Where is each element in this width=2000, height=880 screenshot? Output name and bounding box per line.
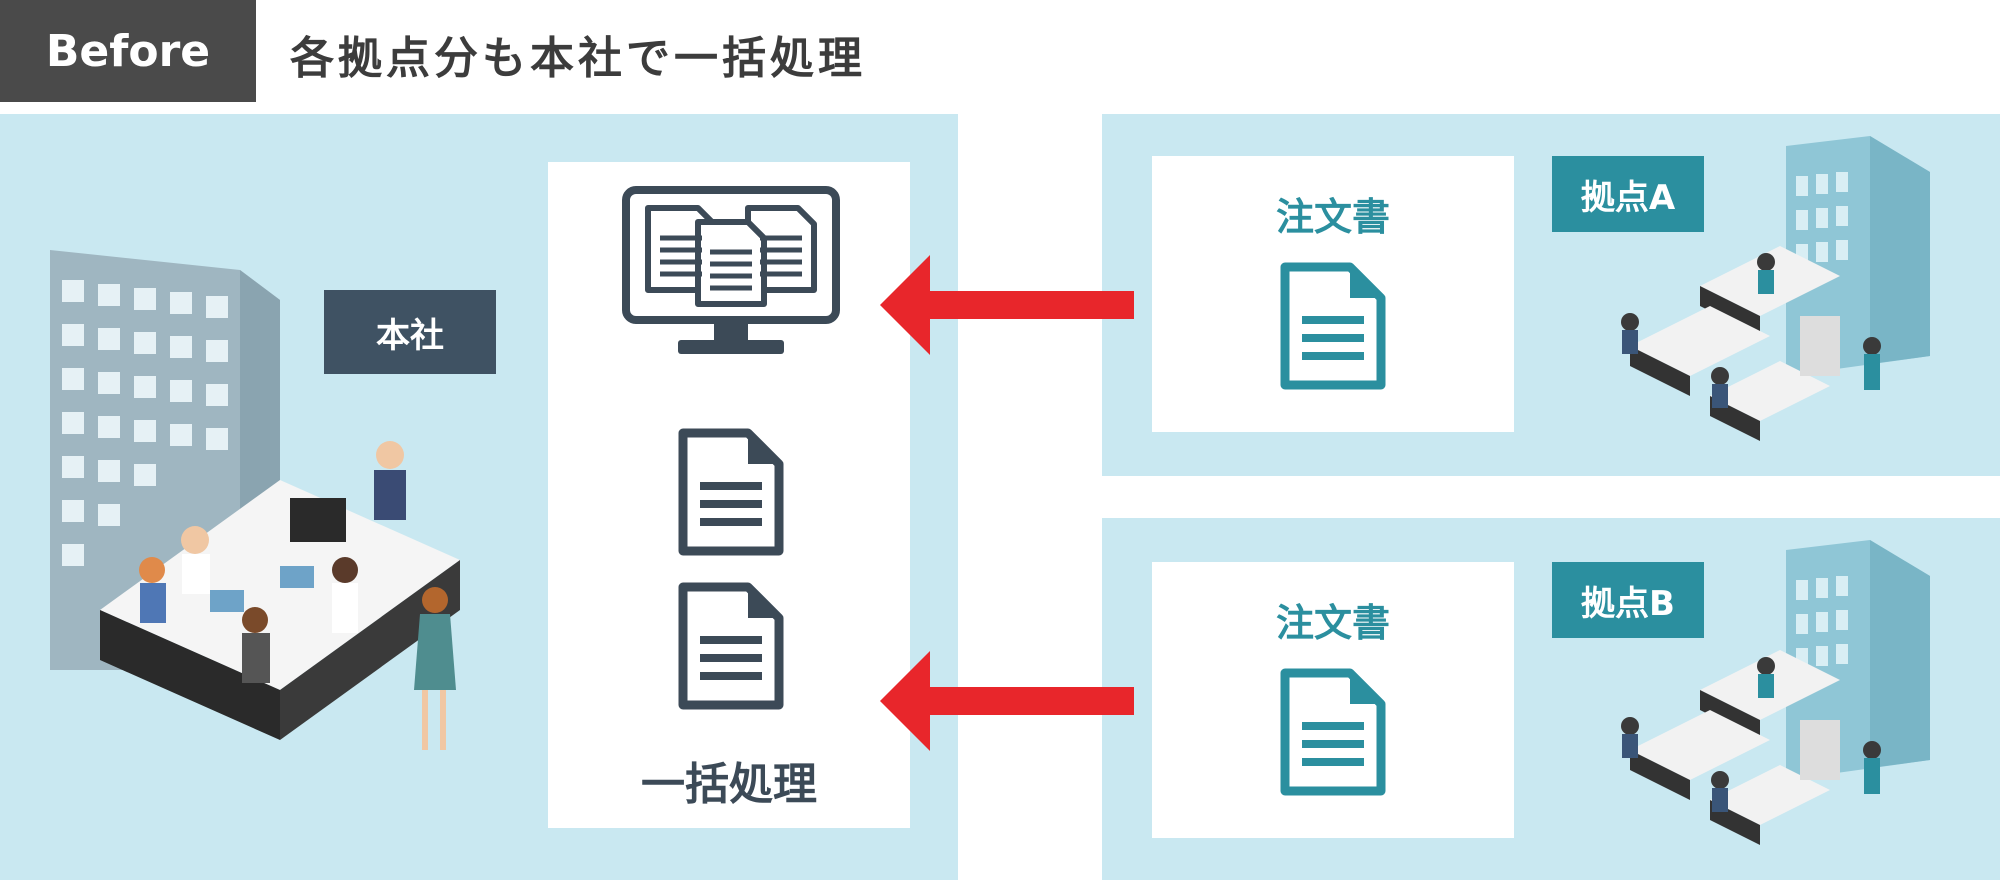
- document-icon: [1280, 262, 1386, 390]
- order-form-label: 注文書: [1275, 195, 1390, 239]
- arrow-left-icon: [880, 651, 1134, 751]
- monitor-with-documents-icon: [622, 186, 840, 354]
- site-b-tag: 拠点B: [1552, 562, 1704, 638]
- document-icon: [678, 582, 784, 710]
- headquarters-tag: 本社: [324, 290, 496, 374]
- before-tag: Before: [0, 0, 256, 102]
- site-a-tag: 拠点A: [1552, 156, 1704, 232]
- batch-processing-label: 一括処理: [641, 759, 817, 810]
- headquarters-office-illustration: [100, 441, 460, 750]
- arrow-left-icon: [880, 255, 1134, 355]
- document-icon: [678, 428, 784, 556]
- document-icon: [1280, 668, 1386, 796]
- site-b-office-illustration: [1621, 540, 1930, 845]
- site-a-office-illustration: [1621, 136, 1930, 441]
- diagram-heading: 各拠点分も本社で一括処理: [290, 33, 866, 84]
- order-form-label: 注文書: [1275, 601, 1390, 645]
